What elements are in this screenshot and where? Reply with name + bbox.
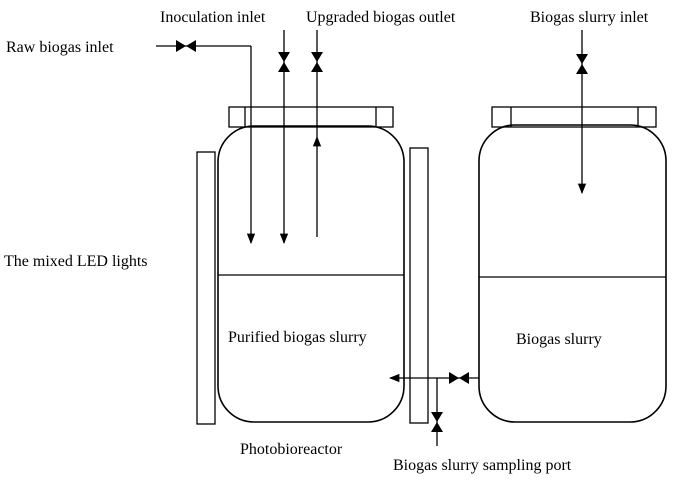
photobioreactor-label: Photobioreactor [240,441,343,458]
led-panel-left [196,151,216,425]
raw-biogas-inlet-label: Raw biogas inlet [6,39,114,56]
led-panel-right [409,147,429,424]
sampling-port-label: Biogas slurry sampling port [393,457,572,474]
purified-biogas-slurry-label: Purified biogas slurry [228,329,367,346]
photobioreactor-lid [228,106,394,128]
biogas-slurry-inlet-label: Biogas slurry inlet [530,9,649,26]
inoculation-inlet-label: Inoculation inlet [160,9,266,26]
biogas-slurry-label: Biogas slurry [516,331,602,348]
inoculation-valve-icon [278,52,290,72]
slurry-tank-lid [491,106,657,128]
sampling-valve-icon [431,412,443,432]
transfer-valve-icon [449,372,469,384]
upgraded-biogas-valve-icon [311,52,323,72]
mixed-led-lights-label: The mixed LED lights [4,253,148,270]
photobioreactor-body [217,125,405,423]
slurry-inlet-valve-icon [576,54,588,74]
upgraded-biogas-outlet-label: Upgraded biogas outlet [306,9,456,26]
raw-biogas-valve-icon [176,40,196,52]
slurry-tank-body [478,124,667,423]
